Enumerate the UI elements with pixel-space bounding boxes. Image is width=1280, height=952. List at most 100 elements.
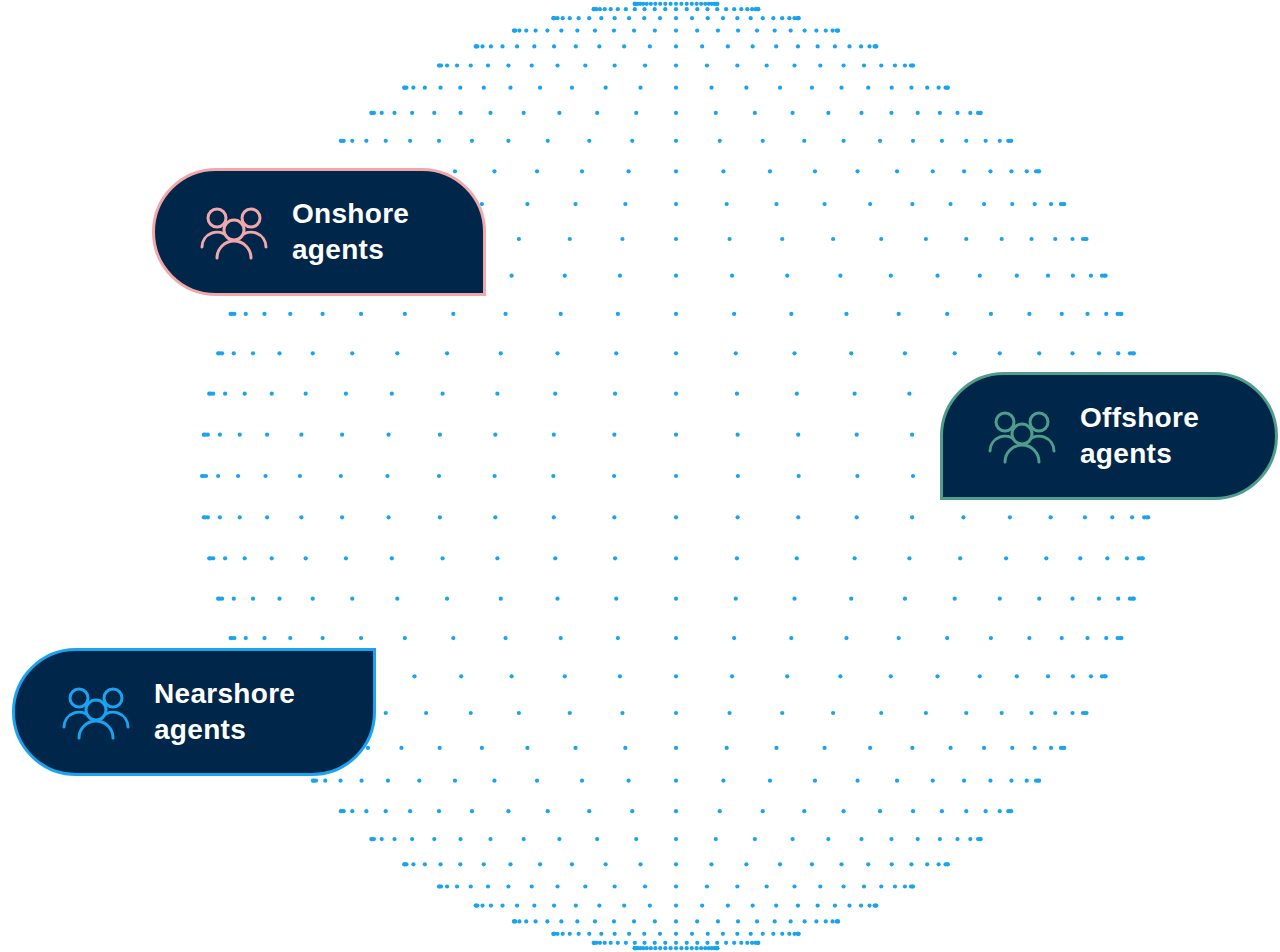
globe-dot — [797, 474, 801, 478]
globe-dot — [911, 63, 915, 67]
globe-dot — [1061, 746, 1065, 750]
globe-dot — [510, 674, 514, 678]
globe-dot — [792, 351, 796, 355]
globe-dot — [534, 28, 538, 32]
globe-dot — [642, 941, 646, 945]
globe-dot — [756, 941, 760, 945]
globe-dot — [685, 7, 689, 11]
globe-dot — [445, 351, 449, 355]
globe-dot — [622, 44, 626, 48]
globe-dot — [953, 597, 957, 601]
globe-dot — [730, 674, 734, 678]
globe-dot — [568, 932, 572, 936]
globe-dot — [735, 932, 739, 936]
globe-dot — [492, 169, 496, 173]
globe-dot — [695, 28, 699, 32]
globe-dot — [1000, 711, 1004, 715]
globe-dot — [1025, 779, 1029, 783]
globe-dot — [699, 2, 703, 6]
globe-dot — [768, 169, 772, 173]
globe-dot — [244, 312, 248, 316]
globe-dot — [552, 903, 556, 907]
globe-dot — [958, 556, 962, 560]
globe-dot — [962, 779, 966, 783]
globe-dot — [633, 946, 637, 950]
globe-dot — [386, 779, 390, 783]
globe-dot — [935, 274, 939, 278]
globe-dot — [624, 7, 628, 11]
globe-dot — [725, 202, 729, 206]
globe-dot — [945, 86, 949, 90]
globe-dot — [773, 919, 777, 923]
globe-dot — [546, 809, 550, 813]
globe-dot — [1104, 312, 1108, 316]
globe-dot — [674, 44, 678, 48]
globe-dot — [953, 351, 957, 355]
globe-dot — [824, 919, 828, 923]
globe-dot — [674, 862, 678, 866]
globe-dot — [756, 7, 760, 11]
globe-dot — [916, 837, 920, 841]
globe-dot — [1070, 351, 1074, 355]
globe-dot — [910, 202, 914, 206]
globe-dot — [412, 674, 416, 678]
globe-dot — [445, 63, 449, 67]
globe-dot — [593, 919, 597, 923]
globe-dot — [634, 111, 638, 115]
globe-dot — [437, 139, 441, 143]
globe-dot — [739, 7, 743, 11]
globe-dot — [855, 779, 859, 783]
globe-dot — [561, 16, 565, 20]
globe-dot — [609, 7, 613, 11]
globe-dot — [262, 312, 266, 316]
globe-dot — [559, 636, 563, 640]
globe-dot — [773, 28, 777, 32]
globe-dot — [633, 941, 637, 945]
globe-dot — [493, 433, 497, 437]
globe-dot — [714, 837, 718, 841]
globe-dot — [232, 597, 236, 601]
globe-dot — [978, 111, 982, 115]
globe-dot — [580, 779, 584, 783]
globe-dot — [780, 932, 784, 936]
globe-dot — [568, 237, 572, 241]
globe-dot — [1071, 274, 1075, 278]
globe-dot — [907, 556, 911, 560]
globe-dot — [945, 312, 949, 316]
globe-dot — [1053, 237, 1057, 241]
globe-dot — [674, 919, 678, 923]
globe-dot — [469, 884, 473, 888]
globe-dot — [874, 44, 878, 48]
globe-dot — [907, 392, 911, 396]
globe-dot — [796, 16, 800, 20]
globe-dot — [859, 44, 863, 48]
globe-dot — [1000, 237, 1004, 241]
globe-dot — [984, 809, 988, 813]
globe-dot — [1015, 674, 1019, 678]
globe-dot — [598, 941, 602, 945]
globe-dot — [321, 636, 325, 640]
globe-dot — [674, 139, 678, 143]
globe-dot — [706, 932, 710, 936]
globe-dot — [816, 44, 820, 48]
globe-dot — [669, 946, 673, 950]
globe-dot — [648, 903, 652, 907]
globe-dot — [830, 28, 834, 32]
globe-dot — [911, 474, 915, 478]
globe-dot — [380, 111, 384, 115]
globe-dot — [853, 556, 857, 560]
globe-dot — [674, 474, 678, 478]
globe-dot — [583, 63, 587, 67]
globe-dot — [288, 312, 292, 316]
globe-dot — [903, 597, 907, 601]
globe-dot — [978, 674, 982, 678]
globe-dot — [674, 86, 678, 90]
globe-dot — [597, 44, 601, 48]
globe-dot — [690, 2, 694, 6]
globe-dot — [739, 941, 743, 945]
globe-dot — [1118, 636, 1122, 640]
globe-dot — [893, 884, 897, 888]
globe-dot — [889, 674, 893, 678]
globe-dot — [370, 111, 374, 115]
globe-dot — [350, 351, 354, 355]
